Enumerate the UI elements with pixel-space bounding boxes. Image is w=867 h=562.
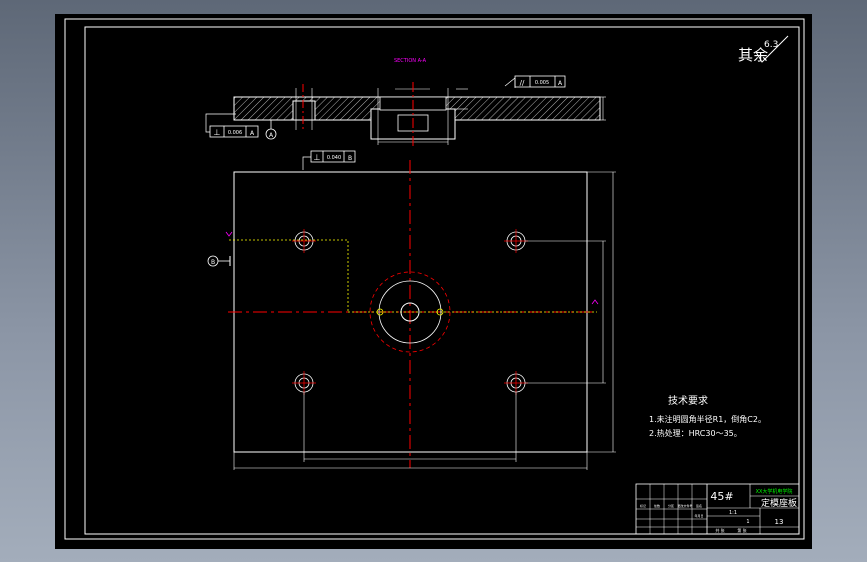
tb-row-label: 分区 <box>668 503 674 508</box>
tb-row-label: 更改文件号 <box>677 503 692 508</box>
drawing-sheet <box>55 14 812 549</box>
datum-b-letter: B <box>211 259 215 266</box>
tb-row-label: 年月日 <box>694 513 703 518</box>
parallel-symbol: // <box>520 79 525 87</box>
sheet-of-label: 第 张 <box>737 527 746 533</box>
locating-ring-outer <box>369 271 451 353</box>
tolerance-frame-perp: ⊥ 0.006 A <box>205 113 259 138</box>
tolerance-frame-parallel: // 0.005 A <box>504 75 566 88</box>
material: 45# <box>710 490 733 503</box>
tolerance-frame-top: ⊥ 0.040 B <box>302 150 356 170</box>
tb-row-label: 签名 <box>696 503 702 508</box>
screw-hole <box>376 308 384 316</box>
tb-row-label: 处数 <box>654 503 660 508</box>
perp-value: 0.006 <box>228 130 242 136</box>
parallel-value: 0.005 <box>535 80 549 86</box>
top-tol-value: 0.040 <box>327 155 341 161</box>
sprue-hole <box>400 302 420 322</box>
perp-datum: A <box>250 130 255 137</box>
part-name: 定模座板 <box>761 497 797 509</box>
technical-requirements: 技术要求 1.未注明圆角半径R1，倒角C2。 2.热处理：HRC30～35。 <box>649 394 766 438</box>
roughness-check-icon <box>755 35 789 63</box>
locating-ring <box>378 280 442 344</box>
datum-a-letter: A <box>269 132 274 139</box>
cut-arrow-icon <box>591 299 599 305</box>
section-label: SECTION A-A <box>394 58 427 64</box>
roughness-symbol: 其余 6.3 <box>738 35 789 64</box>
screw-hole <box>436 308 444 316</box>
top-perp-symbol: ⊥ <box>314 153 321 162</box>
datum-a-marker: A <box>265 120 277 140</box>
tech-req-title: 技术要求 <box>668 394 708 407</box>
sheet-total-label: 共 张 <box>715 527 724 533</box>
parallel-datum: A <box>558 80 563 87</box>
perp-symbol: ⊥ <box>214 128 221 137</box>
school-name: XX大学机电学院 <box>756 488 793 495</box>
scale-value: 1:1 <box>729 510 737 516</box>
tb-row-label: 标记 <box>640 503 646 508</box>
sheet-number: 1 <box>746 519 749 525</box>
inner-frame <box>84 26 800 535</box>
outer-frame <box>64 18 805 540</box>
tech-req-item: 2.热处理：HRC30～35。 <box>649 428 742 438</box>
bolt-hole-tl <box>292 229 316 253</box>
section-view <box>233 82 606 146</box>
dimension-lines <box>233 171 616 470</box>
plan-view <box>225 160 616 470</box>
title-block: 45# XX大学机电学院 定模座板 13 1:1 1 共 张 第 张 标记 处数… <box>635 483 800 535</box>
top-tol-datum: B <box>348 155 352 162</box>
datum-b-marker: B <box>207 255 231 267</box>
section-counterbore-left <box>292 100 316 121</box>
roughness-value: 6.3 <box>764 40 778 50</box>
tech-req-item: 1.未注明圆角半径R1，倒角C2。 <box>649 414 766 424</box>
drawing-number: 13 <box>775 518 784 526</box>
cut-arrow-icon <box>225 231 233 237</box>
